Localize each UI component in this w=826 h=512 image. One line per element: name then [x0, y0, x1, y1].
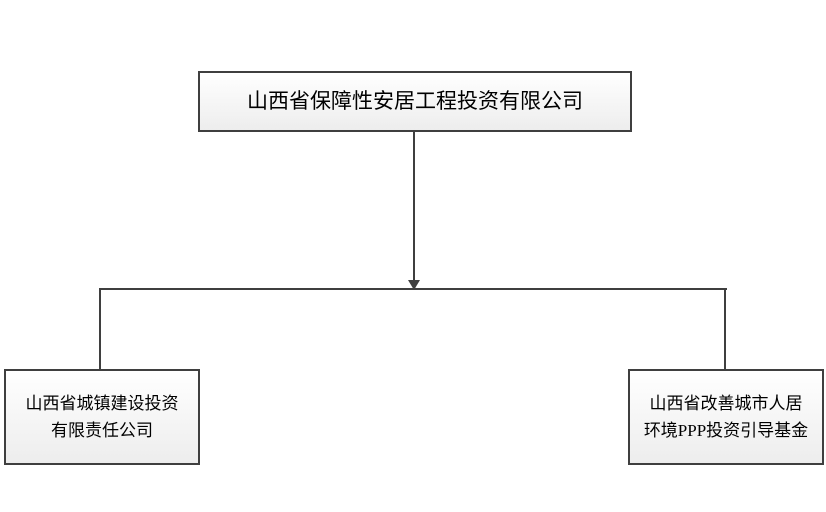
connector-branch [99, 288, 727, 290]
org-node-parent: 山西省保障性安居工程投资有限公司 [198, 71, 632, 132]
label-line: 环境PPP投资引导基金 [643, 421, 809, 440]
label-line: 山西省改善城市人居 [649, 394, 803, 413]
connector-stem [413, 132, 415, 281]
org-node-child-right: 山西省改善城市人居 环境PPP投资引导基金 [628, 369, 824, 465]
org-node-parent-label: 山西省保障性安居工程投资有限公司 [247, 89, 583, 113]
connector-drop-left [99, 288, 101, 369]
arrow-down-icon [408, 280, 420, 290]
org-node-child-right-label: 山西省改善城市人居 环境PPP投资引导基金 [644, 390, 808, 444]
label-line: 山西省城镇建设投资 [25, 394, 179, 413]
label-line: 有限责任公司 [51, 421, 153, 440]
org-node-child-left-label: 山西省城镇建设投资 有限责任公司 [26, 390, 179, 444]
connector-drop-right [724, 288, 726, 369]
org-node-child-left: 山西省城镇建设投资 有限责任公司 [4, 369, 200, 465]
